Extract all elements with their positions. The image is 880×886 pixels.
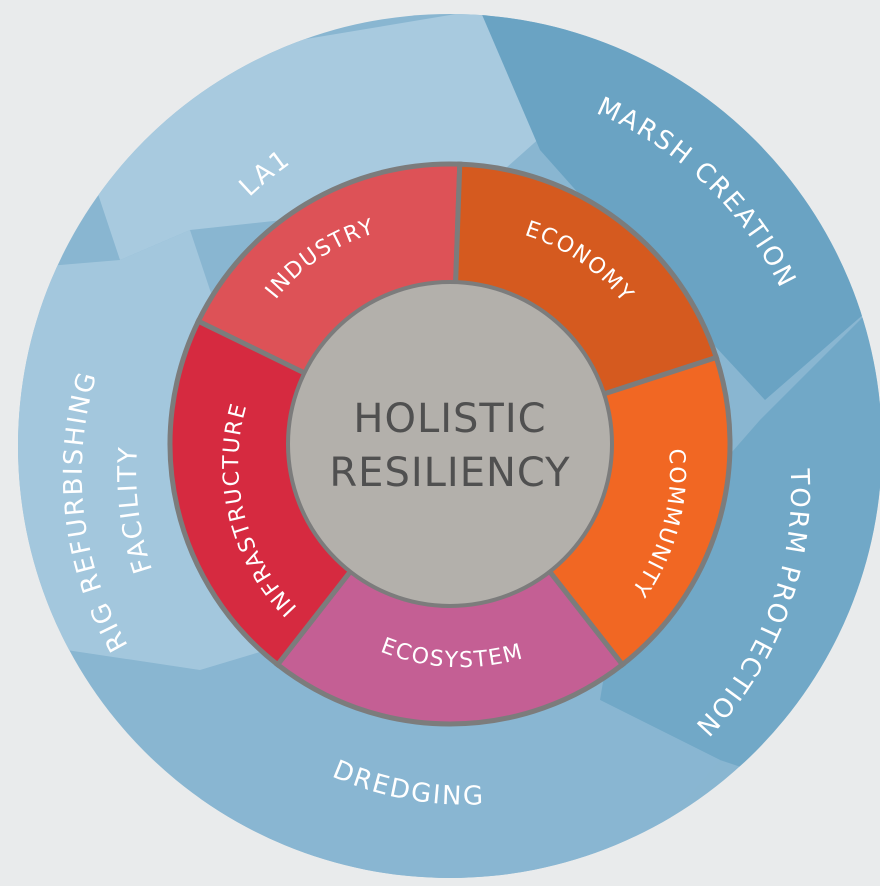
segment-dredging bbox=[200, 640, 720, 878]
center-circle bbox=[286, 280, 614, 608]
center-title-line1: HOLISTIC bbox=[353, 396, 546, 442]
center-title-line2: RESILIENCY bbox=[329, 450, 570, 496]
